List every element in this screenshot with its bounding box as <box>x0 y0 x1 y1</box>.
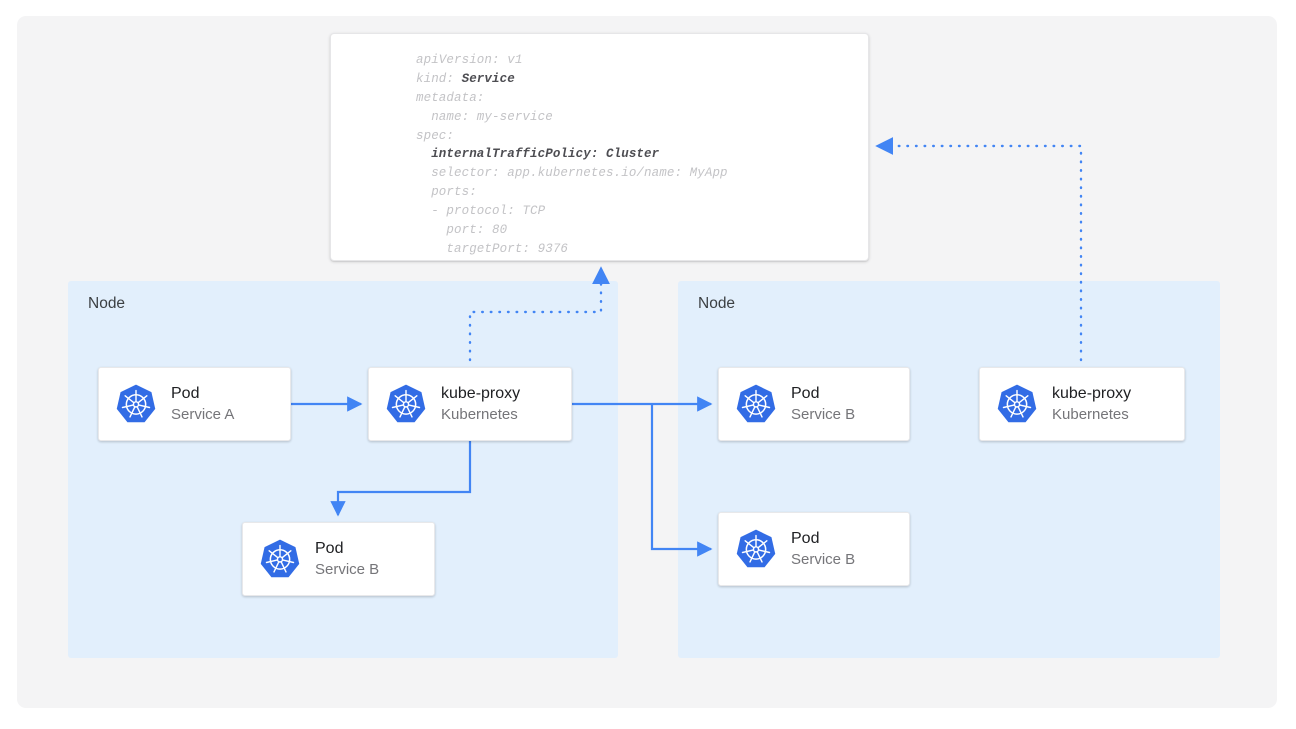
box-text: Pod Service B <box>791 528 855 570</box>
box-text: Pod Service B <box>315 538 379 580</box>
node-panel-right: Node <box>678 281 1220 658</box>
box-title: kube-proxy <box>1052 385 1132 402</box>
kubernetes-icon <box>996 383 1038 425</box>
manifest-token: spec: <box>416 128 455 143</box>
manifest-line: apiVersion: v1 <box>416 51 728 70</box>
box-title: Pod <box>171 385 200 402</box>
box-pod-service-b-top[interactable]: Pod Service B <box>718 367 910 441</box>
manifest-token: metadata: <box>416 90 485 105</box>
manifest-token <box>416 147 431 161</box>
box-subtitle: Service B <box>315 561 380 578</box>
box-kube-proxy-left[interactable]: kube-proxy Kubernetes <box>368 367 572 441</box>
manifest-token: port: 80 <box>416 223 508 238</box>
box-subtitle: Service B <box>791 406 856 423</box>
box-title: Pod <box>315 540 344 557</box>
manifest-line: ports: <box>416 183 728 202</box>
kubernetes-icon <box>259 538 301 580</box>
box-text: Pod Service A <box>171 383 234 425</box>
manifest-line: selector: app.kubernetes.io/name: MyApp <box>416 164 728 183</box>
manifest-token: kind: <box>416 71 462 86</box>
manifest-line: targetPort: 9376 <box>416 240 728 259</box>
box-text: Pod Service B <box>791 383 855 425</box>
kubernetes-icon <box>115 383 157 425</box>
manifest-token-emphasis: internalTrafficPolicy: Cluster <box>431 147 660 162</box>
manifest-token: apiVersion: v1 <box>416 53 523 67</box>
box-pod-service-a[interactable]: Pod Service A <box>98 367 291 441</box>
box-title: kube-proxy <box>441 385 521 402</box>
manifest-token: selector: app.kubernetes.io/name: MyApp <box>416 166 728 181</box>
manifest-token: - protocol: TCP <box>416 204 546 219</box>
box-kube-proxy-right[interactable]: kube-proxy Kubernetes <box>979 367 1185 441</box>
box-subtitle: Service B <box>791 551 856 568</box>
box-subtitle: Kubernetes <box>1052 406 1129 423</box>
manifest-token: ports: <box>416 185 477 200</box>
box-subtitle: Kubernetes <box>441 406 518 423</box>
box-text: kube-proxy Kubernetes <box>441 383 520 425</box>
kubernetes-icon <box>735 528 777 570</box>
manifest-line: name: my-service <box>416 108 728 127</box>
node-panel-left: Node <box>68 281 618 658</box>
box-title: Pod <box>791 530 820 547</box>
manifest-line: kind: Service <box>416 70 728 89</box>
box-pod-service-b-bottom[interactable]: Pod Service B <box>718 512 910 586</box>
manifest-token: targetPort: 9376 <box>416 241 569 256</box>
node-label: Node <box>88 295 126 312</box>
manifest-line: spec: <box>416 127 728 146</box>
manifest-line: - protocol: TCP <box>416 202 728 221</box>
node-label: Node <box>698 295 736 312</box>
box-title: Pod <box>791 385 820 402</box>
manifest-token: name: my-service <box>416 109 553 124</box>
manifest-line: internalTrafficPolicy: Cluster <box>416 145 728 164</box>
manifest-token-emphasis: Service <box>461 71 515 86</box>
box-pod-service-b-left[interactable]: Pod Service B <box>242 522 435 596</box>
box-subtitle: Service A <box>171 406 235 423</box>
manifest-line: port: 80 <box>416 221 728 240</box>
kubernetes-icon <box>735 383 777 425</box>
manifest-line: metadata: <box>416 89 728 108</box>
box-text: kube-proxy Kubernetes <box>1052 383 1131 425</box>
kubernetes-icon <box>385 383 427 425</box>
